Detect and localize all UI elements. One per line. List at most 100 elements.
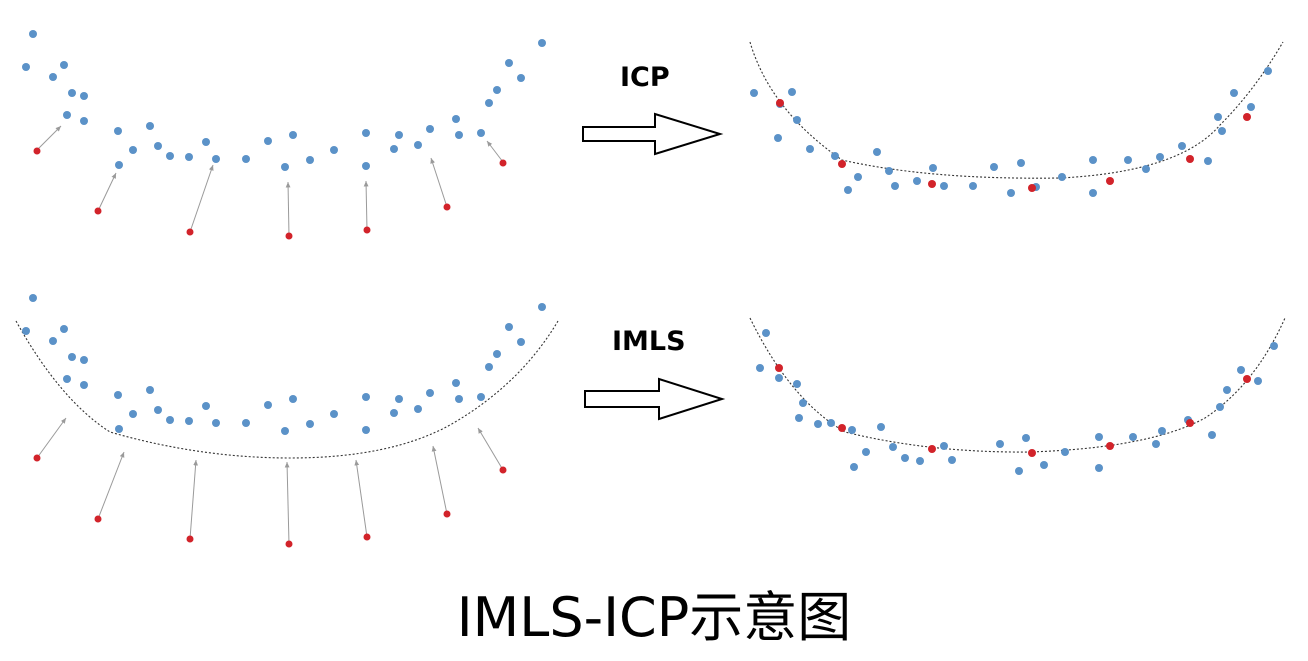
surface-curve [749, 317, 1286, 453]
surface-point [485, 99, 493, 107]
surface-point [29, 30, 37, 38]
surface-point [362, 393, 370, 401]
surface-point [289, 395, 297, 403]
scan-point [443, 203, 451, 211]
surface-point [1216, 403, 1224, 411]
surface-point [538, 303, 546, 311]
correspondence-arrow [486, 140, 504, 163]
scan-point [499, 466, 507, 474]
surface-point [1061, 448, 1069, 456]
scan-point [499, 159, 507, 167]
scan-point [928, 180, 936, 188]
surface-point [242, 155, 250, 163]
correspondence-arrow [431, 445, 448, 515]
correspondence-arrow [189, 164, 214, 233]
surface-point [455, 131, 463, 139]
imls-after-panel [749, 317, 1286, 475]
surface-point [799, 399, 807, 407]
surface-point [1214, 113, 1222, 121]
surface-point [362, 129, 370, 137]
surface-point [330, 410, 338, 418]
surface-point [1204, 157, 1212, 165]
correspondence-arrow [97, 451, 125, 520]
surface-point [940, 442, 948, 450]
scan-point [33, 147, 41, 155]
surface-point [264, 401, 272, 409]
scan-point [1028, 184, 1036, 192]
surface-point [146, 122, 154, 130]
surface-point [154, 406, 162, 414]
scan-point [1028, 449, 1036, 457]
surface-point [166, 416, 174, 424]
surface-point [793, 380, 801, 388]
surface-point [996, 440, 1004, 448]
surface-point [1247, 103, 1255, 111]
surface-point [49, 337, 57, 345]
surface-point [929, 164, 937, 172]
surface-point [788, 88, 796, 96]
scan-point [928, 445, 936, 453]
scan-point [1106, 442, 1114, 450]
scan-point [363, 226, 371, 234]
surface-point [414, 405, 422, 413]
surface-point [60, 61, 68, 69]
scan-point [33, 454, 41, 462]
surface-point [538, 39, 546, 47]
surface-point [1095, 433, 1103, 441]
scan-point [1186, 155, 1194, 163]
scan-point [838, 424, 846, 432]
surface-point [774, 134, 782, 142]
surface-point [827, 419, 835, 427]
correspondence-arrow [354, 459, 368, 538]
surface-point [1264, 67, 1272, 75]
surface-point [1152, 440, 1160, 448]
surface-point [80, 92, 88, 100]
surface-point [202, 402, 210, 410]
surface-point [414, 141, 422, 149]
surface-point [80, 117, 88, 125]
scan-point [186, 535, 194, 543]
surface-point [793, 116, 801, 124]
surface-point [891, 182, 899, 190]
scan-point [1243, 113, 1251, 121]
surface-curve [15, 320, 559, 459]
surface-point [452, 379, 460, 387]
surface-point [68, 89, 76, 97]
surface-point [1156, 153, 1164, 161]
surface-point [1095, 464, 1103, 472]
surface-point [1237, 366, 1245, 374]
surface-point [390, 145, 398, 153]
correspondence-arrow [285, 181, 291, 237]
surface-point [948, 456, 956, 464]
surface-point [63, 375, 71, 383]
surface-point [517, 338, 525, 346]
surface-point [477, 393, 485, 401]
surface-point [455, 395, 463, 403]
surface-point [889, 443, 897, 451]
scan-point [1186, 419, 1194, 427]
surface-point [940, 182, 948, 190]
surface-point [1017, 159, 1025, 167]
surface-point [814, 420, 822, 428]
surface-point [990, 163, 998, 171]
icp-label: ICP [620, 62, 670, 93]
correspondence-arrow [36, 125, 62, 151]
surface-point [848, 426, 856, 434]
icp-after-panel [749, 41, 1284, 197]
surface-point [426, 125, 434, 133]
surface-point [1208, 431, 1216, 439]
imls-label: IMLS [612, 326, 686, 357]
surface-point [505, 323, 513, 331]
surface-point [1142, 165, 1150, 173]
surface-point [1058, 173, 1066, 181]
scan-point [1106, 177, 1114, 185]
surface-point [362, 426, 370, 434]
surface-point [63, 111, 71, 119]
surface-point [80, 356, 88, 364]
surface-point [114, 127, 122, 135]
surface-point [485, 363, 493, 371]
surface-point [505, 59, 513, 67]
surface-point [901, 454, 909, 462]
surface-point [1040, 461, 1048, 469]
correspondence-arrow [36, 417, 67, 459]
